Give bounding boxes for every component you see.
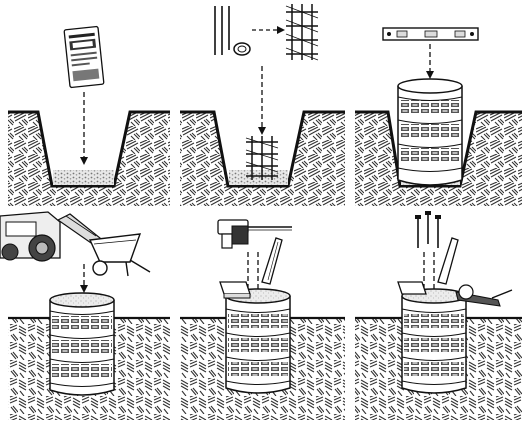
arrow-head <box>426 71 434 79</box>
concrete-filled-tube-icon <box>49 292 115 396</box>
soil-section <box>180 112 345 206</box>
soil-section <box>8 112 170 206</box>
hammer-drill-icon <box>217 219 292 249</box>
rebar-cage-icon <box>285 4 319 61</box>
concrete-filled-tube-icon <box>225 288 291 394</box>
excavated-hole <box>355 110 522 188</box>
concrete-filled-tube-icon <box>401 288 467 394</box>
anchor-bracket-icon <box>219 281 251 299</box>
step-5-panel <box>180 219 345 420</box>
step-2-panel <box>180 4 345 206</box>
excavated-hole <box>180 110 345 188</box>
arrow-head <box>277 26 285 34</box>
arrow-head <box>80 285 88 293</box>
soil-section <box>355 112 522 206</box>
spirit-level-icon <box>382 27 479 41</box>
brace-icon <box>261 237 283 285</box>
rebar-bars-icon <box>214 6 230 55</box>
arrow-head <box>258 127 266 135</box>
tie-wire-coil-icon <box>233 42 251 56</box>
step-3-panel <box>355 27 522 206</box>
gravel-bag-icon <box>63 25 105 89</box>
tube-form-icon <box>397 78 463 186</box>
gravel-bed <box>229 170 288 185</box>
rebar-cage-icon <box>245 136 279 180</box>
step-6-panel <box>355 211 522 420</box>
mixer-truck-icon <box>0 211 111 262</box>
excavated-hole <box>8 110 170 188</box>
wheelbarrow-icon <box>88 233 151 277</box>
brace-icon <box>437 237 459 285</box>
gravel-bed <box>53 170 114 185</box>
step-4-panel <box>0 211 170 420</box>
anchor-bracket-icon <box>397 281 427 295</box>
arrow-head <box>80 157 88 165</box>
step-1-panel <box>8 25 170 206</box>
angle-grinder-icon <box>455 284 513 307</box>
anchor-bolts-icon <box>415 211 441 248</box>
